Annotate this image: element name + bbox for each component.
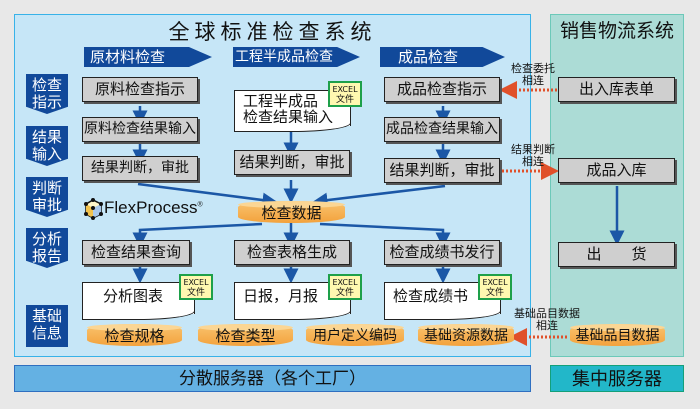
phase-semi-finished: 工程半成品检查	[233, 47, 360, 67]
sales-logistics-system-panel	[550, 14, 684, 357]
stock-in-out-form-box[interactable]: 出入库表单	[558, 77, 675, 102]
phase-raw-material: 原材料检查	[84, 47, 212, 67]
excel-badge-line2: 文件	[335, 95, 354, 105]
inspection-result-query-box[interactable]: 检查结果查询	[82, 240, 190, 265]
raw-inspection-instruction-box[interactable]: 原料检查指示	[82, 77, 198, 102]
stage-judgement-approval: 判断 审批	[26, 177, 68, 217]
excel-file-badge: EXCEL 文件	[328, 81, 362, 107]
excel-badge-line1: EXCEL	[332, 278, 358, 287]
link-note-line: 基础品目数据	[514, 307, 580, 320]
stage-label-line: 审批	[31, 196, 62, 214]
finished-judgement-approval-box[interactable]: 结果判断，审批	[384, 158, 500, 183]
link-note-judgement: 结果判断 相连	[503, 144, 563, 168]
db-label: 检查数据	[261, 204, 322, 222]
link-note-line: 相连	[522, 155, 544, 168]
user-defined-code-db[interactable]: 用户定义编码	[306, 324, 404, 346]
link-note-inspection-request: 检查委托 相连	[503, 63, 563, 87]
phase-finished-product: 成品检查	[380, 47, 505, 67]
stage-label-line: 检查	[31, 76, 62, 94]
stage-label-line: 报告	[31, 247, 62, 265]
stage-label-line: 结果	[31, 128, 62, 146]
link-note-line: 相连	[536, 319, 558, 332]
excel-badge-line2: 文件	[186, 288, 205, 298]
excel-badge-line1: EXCEL	[332, 85, 358, 94]
excel-badge-line2: 文件	[335, 288, 354, 298]
inspection-spec-db[interactable]: 检查规格	[87, 324, 182, 346]
inspection-type-db[interactable]: 检查类型	[198, 324, 293, 346]
finished-goods-stock-in-box[interactable]: 成品入库	[558, 158, 675, 183]
stage-master-info: 基础 信息	[26, 305, 68, 347]
shipment-box[interactable]: 出 货	[558, 242, 675, 267]
logo-registered-mark: ®	[197, 201, 203, 209]
doc-line: 工程半成品	[243, 92, 319, 110]
stage-result-input: 结果 输入	[26, 126, 68, 166]
excel-badge-line2: 文件	[485, 288, 504, 298]
finished-inspection-instruction-box[interactable]: 成品检查指示	[384, 77, 500, 102]
stage-label-line: 输入	[31, 145, 62, 163]
central-server-bar: 集中服务器	[550, 365, 684, 392]
stage-label-line: 指示	[31, 93, 62, 111]
stage-label-line: 信息	[31, 324, 62, 342]
base-item-data-db[interactable]: 基础品目数据	[570, 324, 665, 346]
db-label: 基础资源数据	[424, 328, 508, 344]
raw-inspection-result-input-box[interactable]: 原料检查结果输入	[82, 117, 198, 142]
semi-finished-result-input-doc[interactable]: 工程半成品 检查结果输入	[234, 90, 351, 132]
db-label: 检查类型	[215, 327, 276, 345]
base-resource-data-db[interactable]: 基础资源数据	[418, 324, 514, 346]
finished-inspection-result-input-box[interactable]: 成品检查结果输入	[384, 117, 500, 142]
stage-label-line: 判断	[31, 179, 62, 197]
flexprocess-cube-icon	[84, 198, 103, 220]
inspection-certificate-issue-box[interactable]: 检查成绩书发行	[384, 240, 500, 265]
excel-file-badge: EXCEL 文件	[328, 274, 362, 300]
stage-label-line: 基础	[31, 307, 62, 325]
link-note-line: 检查委托	[511, 62, 555, 75]
stage-label-line: 分析	[31, 230, 62, 248]
db-label: 用户定义编码	[313, 328, 397, 344]
doc-line: 检查结果输入	[243, 108, 334, 126]
inspection-data-db[interactable]: 检查数据	[238, 201, 345, 223]
stage-inspection-instruction: 检查 指示	[26, 74, 68, 114]
db-label: 检查规格	[104, 327, 165, 345]
inspection-table-generation-box[interactable]: 检查表格生成	[234, 240, 350, 265]
db-label: 基础品目数据	[575, 328, 660, 344]
distributed-server-bar: 分散服务器（各个工厂）	[14, 365, 531, 392]
excel-file-badge: EXCEL 文件	[478, 274, 512, 300]
main-system-title: 全球标准检查系统	[168, 20, 377, 44]
excel-badge-line1: EXCEL	[482, 278, 508, 287]
link-note-line: 相连	[522, 74, 544, 87]
link-note-line: 结果判断	[511, 143, 555, 156]
semi-judgement-approval-box[interactable]: 结果判断，审批	[234, 150, 350, 175]
logo-name: FlexProcess	[104, 198, 198, 217]
analysis-chart-doc[interactable]: 分析图表	[82, 282, 195, 320]
link-note-master-data: 基础品目数据 相连	[507, 308, 587, 332]
raw-judgement-approval-box[interactable]: 结果判断，审批	[82, 156, 198, 181]
sales-system-title: 销售物流系统	[559, 20, 674, 42]
excel-badge-line1: EXCEL	[183, 278, 209, 287]
stage-analysis-report: 分析 报告	[26, 228, 68, 268]
excel-file-badge: EXCEL 文件	[179, 274, 213, 300]
flexprocess-logo-text: FlexProcess®	[104, 198, 203, 218]
